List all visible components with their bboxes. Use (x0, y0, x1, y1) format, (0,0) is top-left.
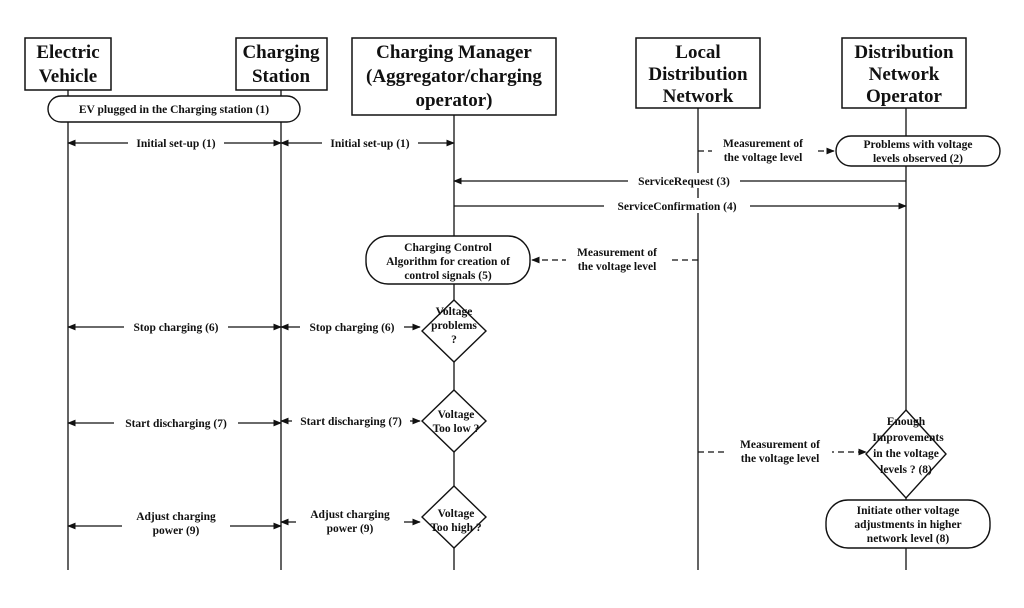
msg-service-confirmation: ServiceConfirmation (4) (454, 198, 907, 213)
msg-start-discharging-manager: Start discharging (7) (280, 413, 421, 428)
msg-initial-setup-ev: Initial set-up (1) (67, 135, 282, 150)
svg-text:Initial set-up (1): Initial set-up (1) (330, 138, 409, 150)
msg-stop-charging-ev: Stop charging (6) (67, 319, 282, 334)
svg-text:ServiceConfirmation (4): ServiceConfirmation (4) (617, 201, 736, 213)
svg-text:EV plugged in the Charging sta: EV plugged in the Charging station (1) (79, 104, 269, 116)
svg-text:Stop charging (6): Stop charging (6) (134, 322, 219, 334)
node-ev-plugged: EV plugged in the Charging station (1) (47, 95, 301, 123)
svg-text:Start discharging (7): Start discharging (7) (300, 416, 402, 428)
msg-service-request: ServiceRequest (3) (453, 173, 906, 188)
msg-start-discharging-ev: Start discharging (7) (67, 415, 282, 430)
svg-text:Charging Manager(Aggregator/ch: Charging Manager(Aggregator/chargingoper… (366, 42, 542, 111)
svg-text:Stop charging (6): Stop charging (6) (310, 322, 395, 334)
svg-text:ServiceRequest (3): ServiceRequest (3) (638, 176, 730, 188)
svg-text:Initial set-up (1): Initial set-up (1) (136, 138, 215, 150)
svg-text:Start discharging (7): Start discharging (7) (125, 418, 227, 430)
msg-initial-setup-manager: Initial set-up (1) (280, 135, 455, 150)
msg-stop-charging-manager: Stop charging (6) (280, 319, 421, 334)
